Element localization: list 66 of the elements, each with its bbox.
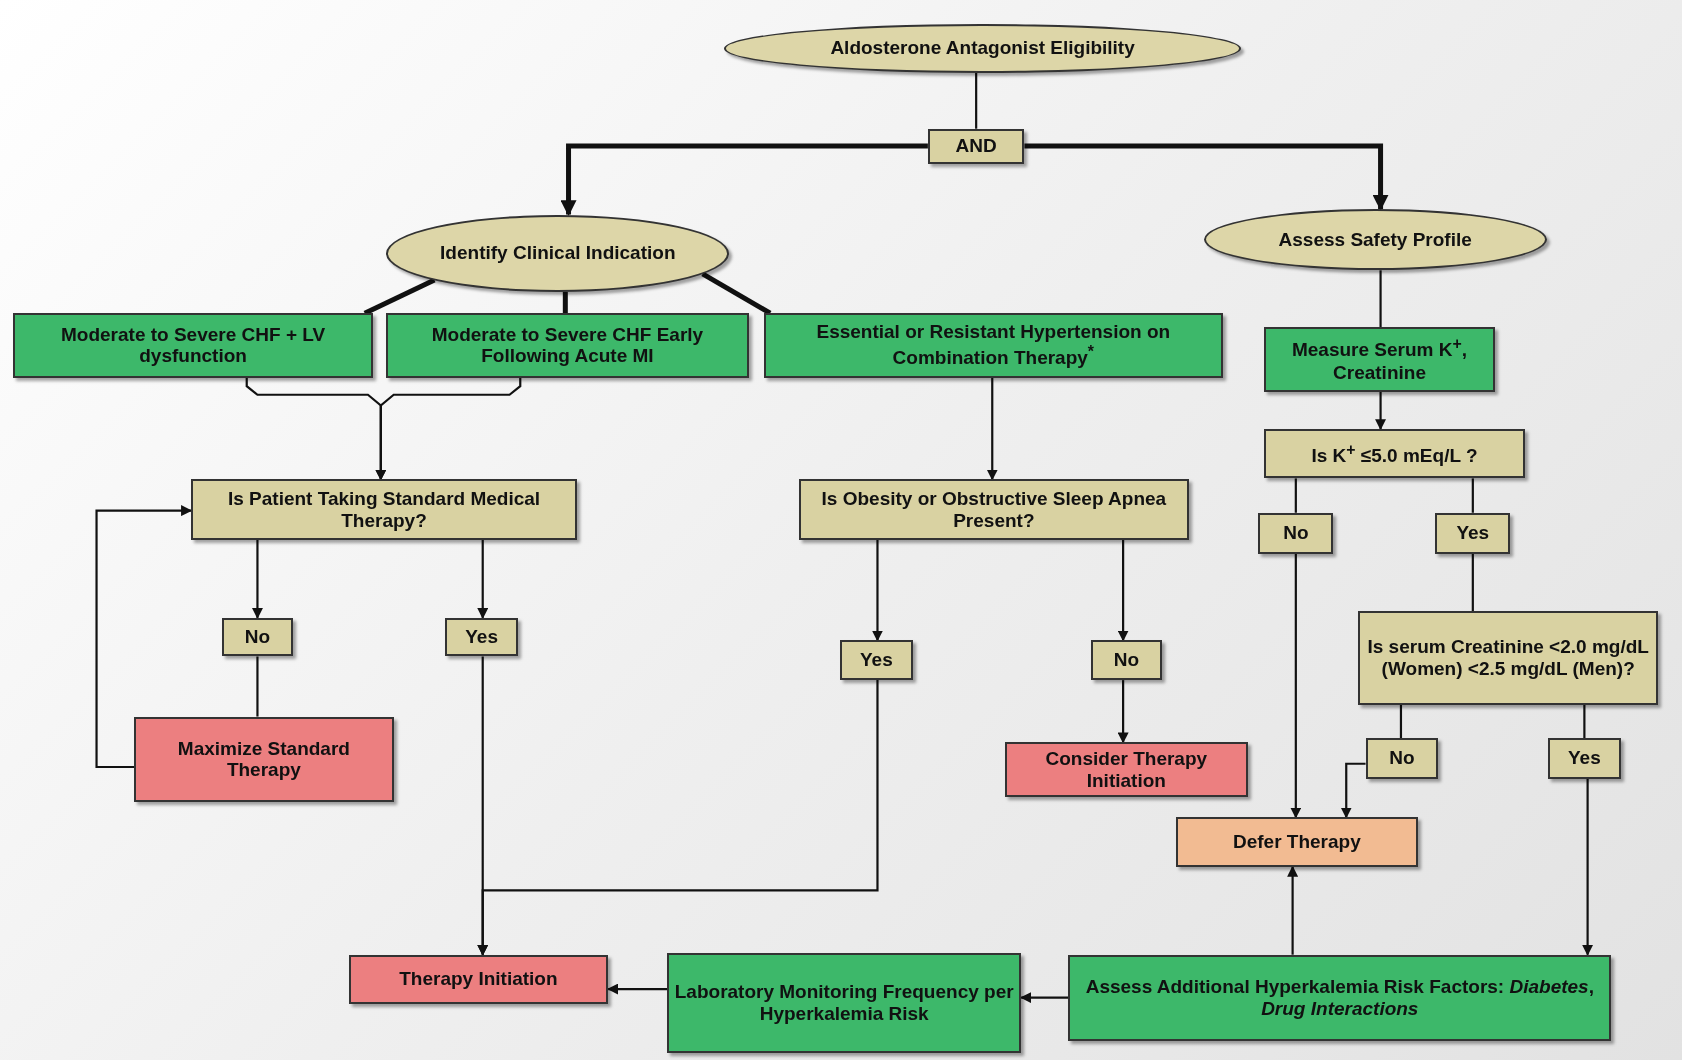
arrow xyxy=(1117,680,1129,744)
node-label: Defer Therapy xyxy=(1232,831,1362,853)
node-label: Maximize Standard Therapy xyxy=(176,737,351,782)
arrow xyxy=(375,377,522,481)
indication-box xyxy=(386,313,749,378)
node-label: Yes xyxy=(859,649,894,672)
node-label: Is serum Creatinine <2.0 mg/dL (Women) <2.5 mg/dL (Men)? xyxy=(1366,636,1650,680)
arrow xyxy=(1024,143,1389,211)
node-label: Therapy Initiation xyxy=(398,968,559,991)
arrow xyxy=(1290,553,1302,819)
arrow xyxy=(1340,762,1366,819)
node-label: Yes xyxy=(1567,747,1602,770)
arrow xyxy=(477,539,489,619)
decision-box xyxy=(1263,429,1526,479)
answer-box xyxy=(1435,512,1511,554)
answer-box xyxy=(1547,738,1621,779)
indication-box xyxy=(763,313,1223,378)
process-box xyxy=(1263,327,1496,392)
node-label: Yes xyxy=(1455,522,1491,545)
process-box xyxy=(1068,954,1612,1041)
action-box xyxy=(1005,742,1248,797)
node-label: No xyxy=(1388,747,1416,770)
arrow xyxy=(251,539,263,619)
decision-box xyxy=(1358,611,1659,705)
node-label: No xyxy=(1282,522,1310,545)
node-label: Is Patient Taking Standard Medical Therapy? xyxy=(226,487,542,532)
arrow xyxy=(1375,391,1387,431)
answer-box xyxy=(445,617,519,657)
answer-box xyxy=(1365,738,1439,779)
arrow xyxy=(1287,865,1299,955)
action-box xyxy=(134,716,394,803)
arrow xyxy=(1020,992,1069,1004)
answer-box xyxy=(1258,512,1334,554)
node-label: Yes xyxy=(464,626,499,649)
arrow xyxy=(560,143,928,217)
node-label: Measure Serum K$^{+}$, Creatinine xyxy=(1290,335,1468,384)
arrow xyxy=(986,377,998,481)
arrow xyxy=(607,983,668,995)
indication-box xyxy=(12,313,374,378)
node-label: No xyxy=(1112,649,1140,672)
node-label: Aldosterone Antagonist Eligibility xyxy=(829,37,1136,60)
node-label: Identify Clinical Indication xyxy=(439,242,677,265)
outcome-box xyxy=(348,954,609,1005)
decision-box xyxy=(799,479,1189,540)
arrow xyxy=(871,539,883,642)
answer-box xyxy=(839,640,913,681)
answer-box xyxy=(222,617,293,657)
process-box xyxy=(667,952,1022,1054)
arrow xyxy=(1582,778,1594,956)
node-label: Moderate to Severe CHF + LV dysfunction xyxy=(60,323,327,368)
node-label: Assess Safety Profile xyxy=(1277,228,1473,251)
node-label: No xyxy=(243,626,272,649)
node-label: Moderate to Severe CHF Early Following Acute MI xyxy=(430,323,705,368)
node-label: Essential or Resistant Hypertension on Combination Therapy$^{*}$ xyxy=(815,321,1172,370)
decision-box xyxy=(190,479,578,540)
node-label: Laboratory Monitoring Frequency per Hyperkalemia Risk xyxy=(673,981,1015,1025)
node-label: Is K$^{+}$ ≤5.0 mEq/L ? xyxy=(1310,440,1479,467)
answer-box xyxy=(1090,640,1162,681)
operator-box xyxy=(927,128,1025,165)
node-label: Assess Additional Hyperkalemia Risk Factors: Diabetes, Drug Interactions xyxy=(1084,975,1595,1020)
node-label: Is Obesity or Obstructive Sleep Apnea Present? xyxy=(820,487,1168,532)
arrow xyxy=(477,680,879,956)
arrow xyxy=(1117,539,1129,642)
node-label: Consider Therapy Initiation xyxy=(1044,747,1209,792)
outcome-box xyxy=(1175,817,1419,867)
node-label: AND xyxy=(954,135,998,158)
